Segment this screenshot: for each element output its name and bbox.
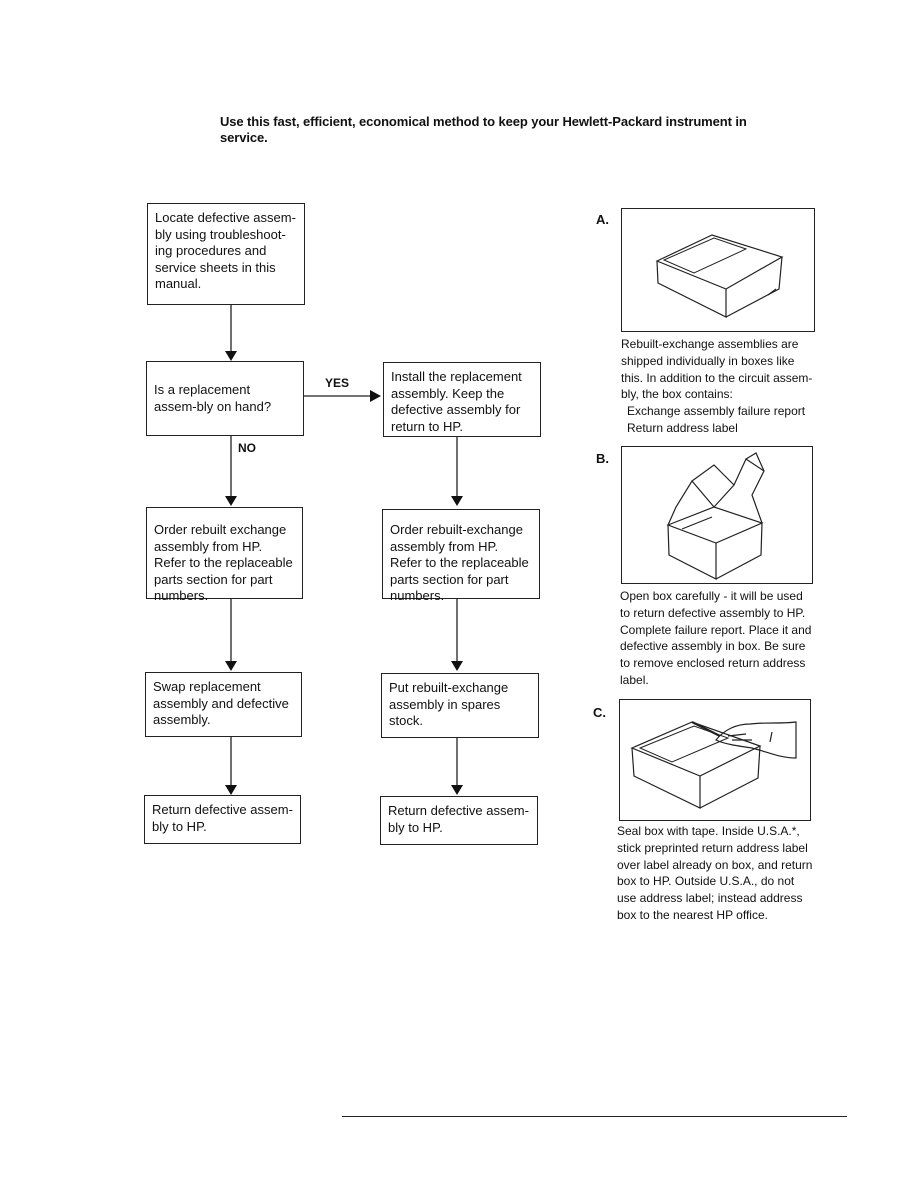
question-text: Is a replacement assem-bly on hand?	[154, 382, 272, 414]
sealed-box-illustration	[630, 721, 797, 809]
arrow-down	[225, 351, 237, 361]
locate-box: Locate defective assem-bly using trouble…	[147, 203, 305, 305]
swap-box: Swap replacement assembly and defective …	[145, 672, 302, 737]
arrow-down	[451, 661, 463, 671]
step-b-letter: B.	[596, 451, 609, 466]
step-c-figure	[619, 699, 811, 821]
step-c-caption: Seal box with tape. Inside U.S.A.*, stic…	[617, 824, 813, 922]
put-text: Put rebuilt-exchange assembly in spares …	[389, 680, 509, 728]
install-box: Install the replacement assembly. Keep t…	[383, 362, 541, 437]
step-a-caption: Rebuilt-exchange assemblies are shipped …	[621, 336, 816, 437]
arrow-right	[370, 390, 381, 402]
arrow-down	[225, 785, 237, 795]
no-label: NO	[238, 441, 256, 455]
step-a-item-1: Exchange assembly failure report	[627, 404, 806, 419]
order-box-right: Order rebuilt-exchange assembly from HP.…	[382, 509, 540, 603]
return-left-text: Return defective assem-bly to HP.	[152, 802, 293, 834]
step-a-caption-text: Rebuilt-exchange assemblies are shipped …	[621, 337, 813, 402]
question-box: Is a replacement assem-bly on hand?	[146, 361, 304, 436]
order-left-text: Order rebuilt exchange assembly from HP.…	[154, 522, 293, 603]
intro-text: Use this fast, efficient, economical met…	[220, 114, 747, 145]
closed-box-illustration	[655, 234, 784, 318]
swap-text: Swap replacement assembly and defective …	[153, 679, 289, 727]
step-b-figure	[621, 446, 813, 584]
yes-label: YES	[325, 376, 350, 390]
order-right-text: Order rebuilt-exchange assembly from HP.…	[390, 522, 529, 603]
step-b-caption: Open box carefully - it will be used to …	[620, 589, 812, 687]
step-a-letter: A.	[596, 212, 609, 227]
put-box: Put rebuilt-exchange assembly in spares …	[381, 673, 539, 738]
install-text: Install the replacement assembly. Keep t…	[391, 369, 522, 434]
order-box-left: Order rebuilt exchange assembly from HP.…	[146, 507, 303, 603]
step-a-item-2: Return address label	[627, 420, 738, 435]
footer-rule	[342, 1116, 847, 1117]
arrow-down	[451, 496, 463, 506]
open-box-illustration	[666, 452, 765, 580]
arrow-down	[225, 661, 237, 671]
return-right-text: Return defective assem-bly to HP.	[388, 803, 529, 835]
return-box-left: Return defective assem-bly to HP.	[144, 795, 301, 844]
return-box-right: Return defective assem-bly to HP.	[380, 796, 538, 845]
arrow-down	[451, 785, 463, 795]
step-c-letter: C.	[593, 705, 606, 720]
step-a-figure	[621, 208, 815, 332]
arrow-down	[225, 496, 237, 506]
locate-text: Locate defective assem-bly using trouble…	[155, 210, 296, 291]
